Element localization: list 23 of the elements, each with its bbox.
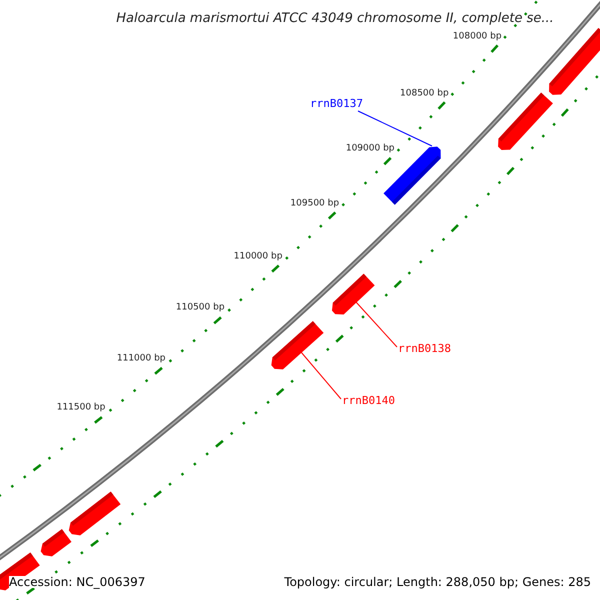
leader-line bbox=[356, 302, 398, 348]
scale-label: 111000 bp bbox=[116, 354, 166, 364]
leader-line bbox=[300, 352, 342, 400]
summary-text: Topology: circular; Length: 288,050 bp; Genes: 285 bbox=[284, 576, 591, 588]
scale-label: 108500 bp bbox=[400, 89, 449, 98]
scale-label: 109000 bp bbox=[346, 144, 395, 154]
leader-line bbox=[358, 110, 432, 146]
title: Haloarcula marismortui ATCC 43049 chromosome II, complete se... bbox=[116, 12, 554, 25]
scale-label: 108000 bp bbox=[452, 32, 502, 42]
gene-feature bbox=[549, 28, 600, 95]
scale-label: 110000 bp bbox=[234, 252, 282, 262]
scale-label: 109500 bp bbox=[290, 199, 340, 208]
gene-feature bbox=[271, 321, 324, 370]
gene-feature bbox=[498, 92, 553, 150]
scale-label: 110500 bp bbox=[176, 304, 225, 313]
gene-label: rrnB0140 bbox=[342, 395, 395, 406]
gene-feature bbox=[332, 274, 375, 314]
gene-feature bbox=[40, 529, 72, 556]
scale-label: 111500 bp bbox=[56, 403, 106, 412]
accession-text: Accession: NC_006397 bbox=[9, 576, 146, 588]
gene-feature bbox=[68, 492, 121, 536]
gene-label: rrnB0138 bbox=[398, 343, 451, 354]
gene-label: rrnB0137 bbox=[310, 98, 363, 109]
